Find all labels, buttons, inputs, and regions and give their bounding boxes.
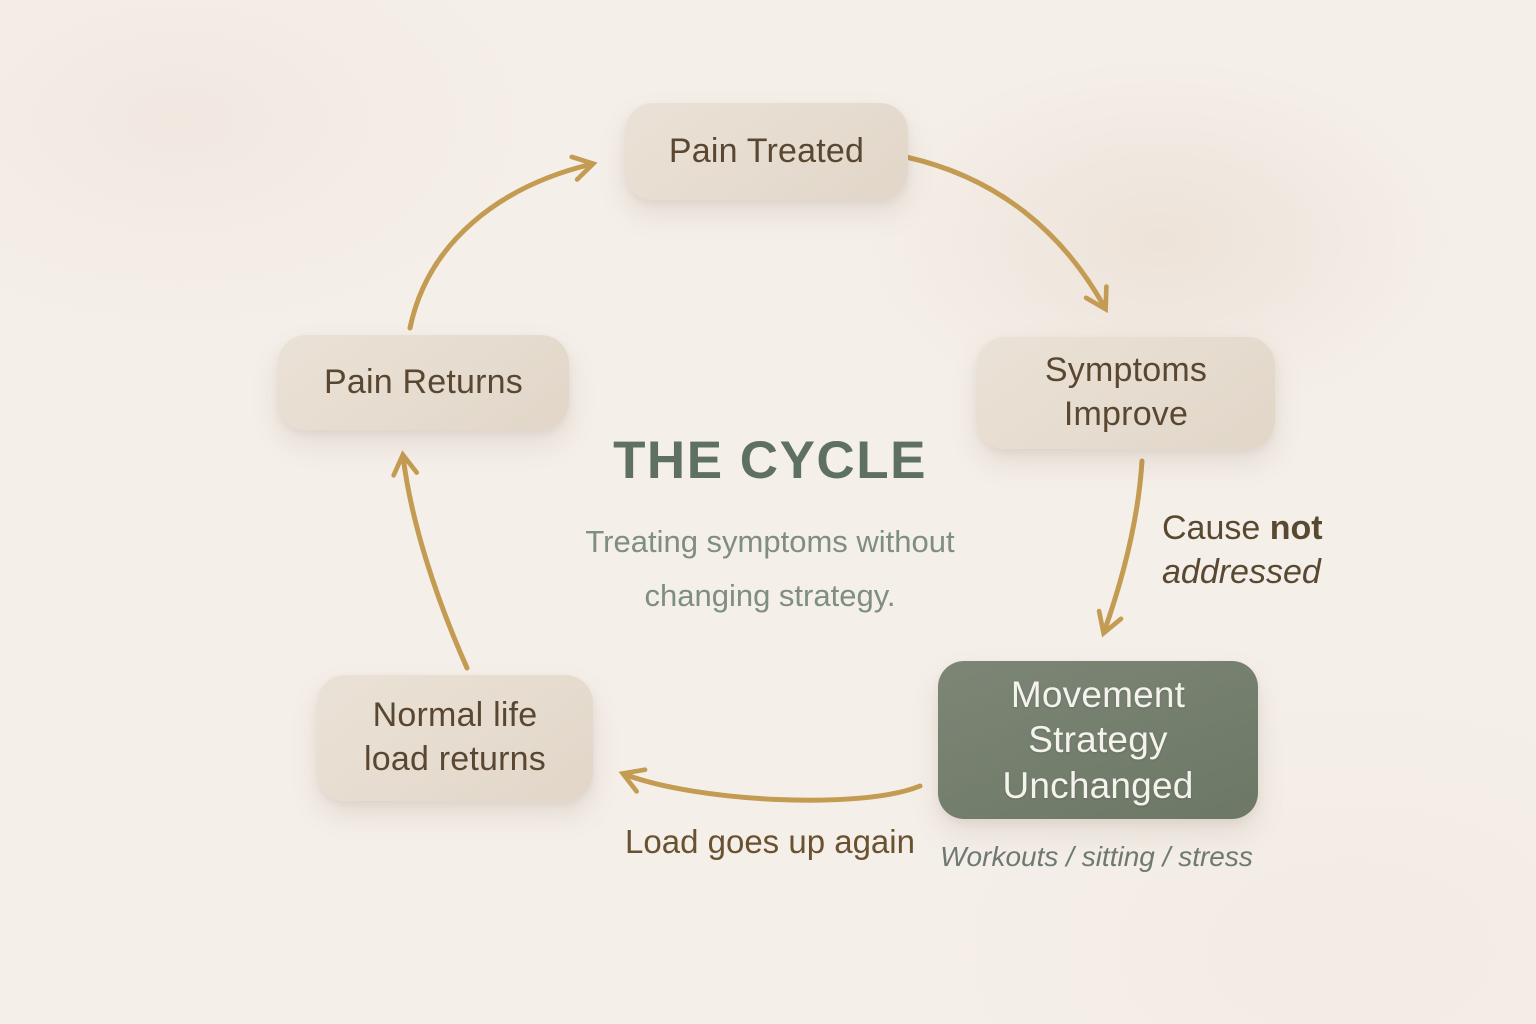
annotation-load-goes-up: Load goes up again (625, 823, 915, 860)
arrow-pain-treated-to-symptoms (903, 154, 1109, 314)
node-pain-returns-label: Pain Returns (324, 362, 523, 401)
node-pain-treated-label: Pain Treated (668, 131, 865, 170)
annotation-cause-word2: not (1269, 509, 1323, 547)
node-normal-life-line2: load returns (364, 740, 546, 778)
node-movement-line3: Unchanged (1002, 764, 1194, 806)
node-movement-line2: Strategy (1028, 719, 1168, 761)
annotation-cause-line2: addressed (1162, 553, 1321, 592)
annotation-cause-not-addressed: Cause not addressed (1162, 506, 1422, 594)
arrow-pain-returns-to-pain-treated (407, 154, 598, 331)
node-movement-line1: Movement (1010, 674, 1186, 716)
node-normal-life-load-returns: Normal life load returns (317, 675, 593, 801)
annotation-workouts-sitting-stress: Workouts / sitting / stress (940, 841, 1253, 872)
diagram-subtitle-line2: changing strategy. (644, 578, 896, 614)
arrow-normal-life-to-pain-returns (391, 450, 470, 671)
node-pain-treated: Pain Treated (625, 103, 908, 200)
node-symptoms-improve-line2: Improve (1063, 395, 1189, 433)
node-symptoms-improve: Symptoms Improve (977, 337, 1275, 449)
center-text-block: THE CYCLE Treating symptoms without chan… (500, 430, 1040, 624)
diagram-subtitle-line1: Treating symptoms without (585, 524, 955, 559)
node-movement-strategy-unchanged: Movement Strategy Unchanged (938, 661, 1258, 819)
node-normal-life-line1: Normal life (372, 696, 538, 735)
diagram-subtitle: Treating symptoms without changing strat… (500, 515, 1040, 624)
node-pain-returns: Pain Returns (278, 335, 569, 430)
annotation-cause-word1: Cause (1162, 509, 1270, 547)
arrow-symptoms-to-movement (1096, 458, 1145, 638)
annotation-cause-line1: Cause not (1162, 506, 1422, 550)
diagram-title: THE CYCLE (613, 431, 927, 490)
arrow-movement-to-normal-life (618, 767, 923, 803)
node-symptoms-improve-line1: Symptoms (1044, 351, 1208, 390)
